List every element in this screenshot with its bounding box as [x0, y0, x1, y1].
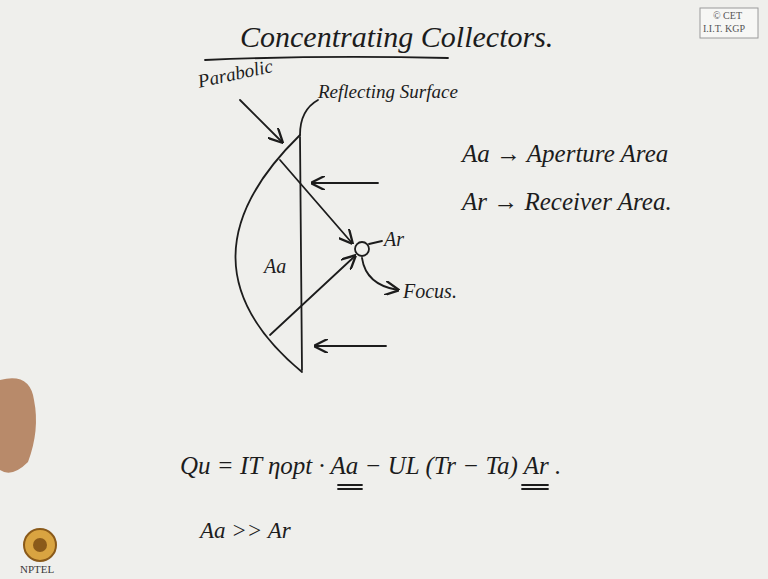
aperture-line [300, 137, 302, 370]
incoming-ray [315, 345, 386, 347]
equation: Qu = IT ηopt · Aa − UL (Tr − Ta) Ar . [180, 452, 561, 480]
focus-leader [362, 258, 398, 290]
watermark-box [700, 8, 758, 38]
watermark: © CET [713, 10, 742, 21]
relation: Aa >> Ar [200, 518, 291, 543]
emphasis-underline [338, 485, 362, 489]
definition: Ar → Receiver Area. [462, 188, 672, 216]
surface-leader [300, 100, 318, 135]
part-name: Focus. [403, 280, 457, 302]
receiver-leader [369, 241, 382, 244]
nptel-logo-core [33, 538, 47, 552]
part-name: Reflecting Surface [318, 82, 458, 103]
title-underline [205, 57, 448, 60]
parabolic-reflector [235, 135, 302, 372]
nptel-logo [24, 529, 56, 561]
parabolic-leader [240, 100, 282, 142]
symbol-label: Aa [264, 255, 286, 277]
watermark: I.I.T. KGP [703, 23, 745, 34]
symbol-label: Ar [384, 228, 404, 250]
emphasis-underline [522, 485, 548, 489]
definition: Aa → Aperture Area [462, 140, 668, 168]
part-name: Parabolic [196, 56, 275, 92]
title: Concentrating Collectors. [240, 20, 553, 53]
watermark: NPTEL [20, 563, 54, 575]
incoming-ray [312, 182, 378, 184]
receiver-circle [355, 242, 369, 256]
reflected-ray [280, 160, 352, 243]
hand [0, 378, 36, 472]
